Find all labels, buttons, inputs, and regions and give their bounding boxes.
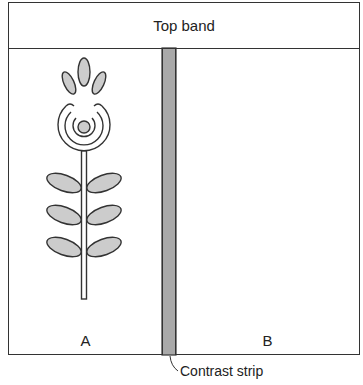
leader-line: [170, 356, 178, 371]
band-title: Top band: [153, 17, 215, 35]
callout-label: Contrast strip: [178, 363, 265, 380]
top-band: Top band: [8, 2, 360, 49]
panel-b: B: [175, 48, 360, 355]
contrast-strip: [162, 48, 176, 355]
panel-letter: A: [80, 332, 90, 354]
panel-a: A: [8, 48, 163, 355]
panel-letter: B: [262, 332, 272, 354]
plant-motif: [44, 58, 123, 299]
